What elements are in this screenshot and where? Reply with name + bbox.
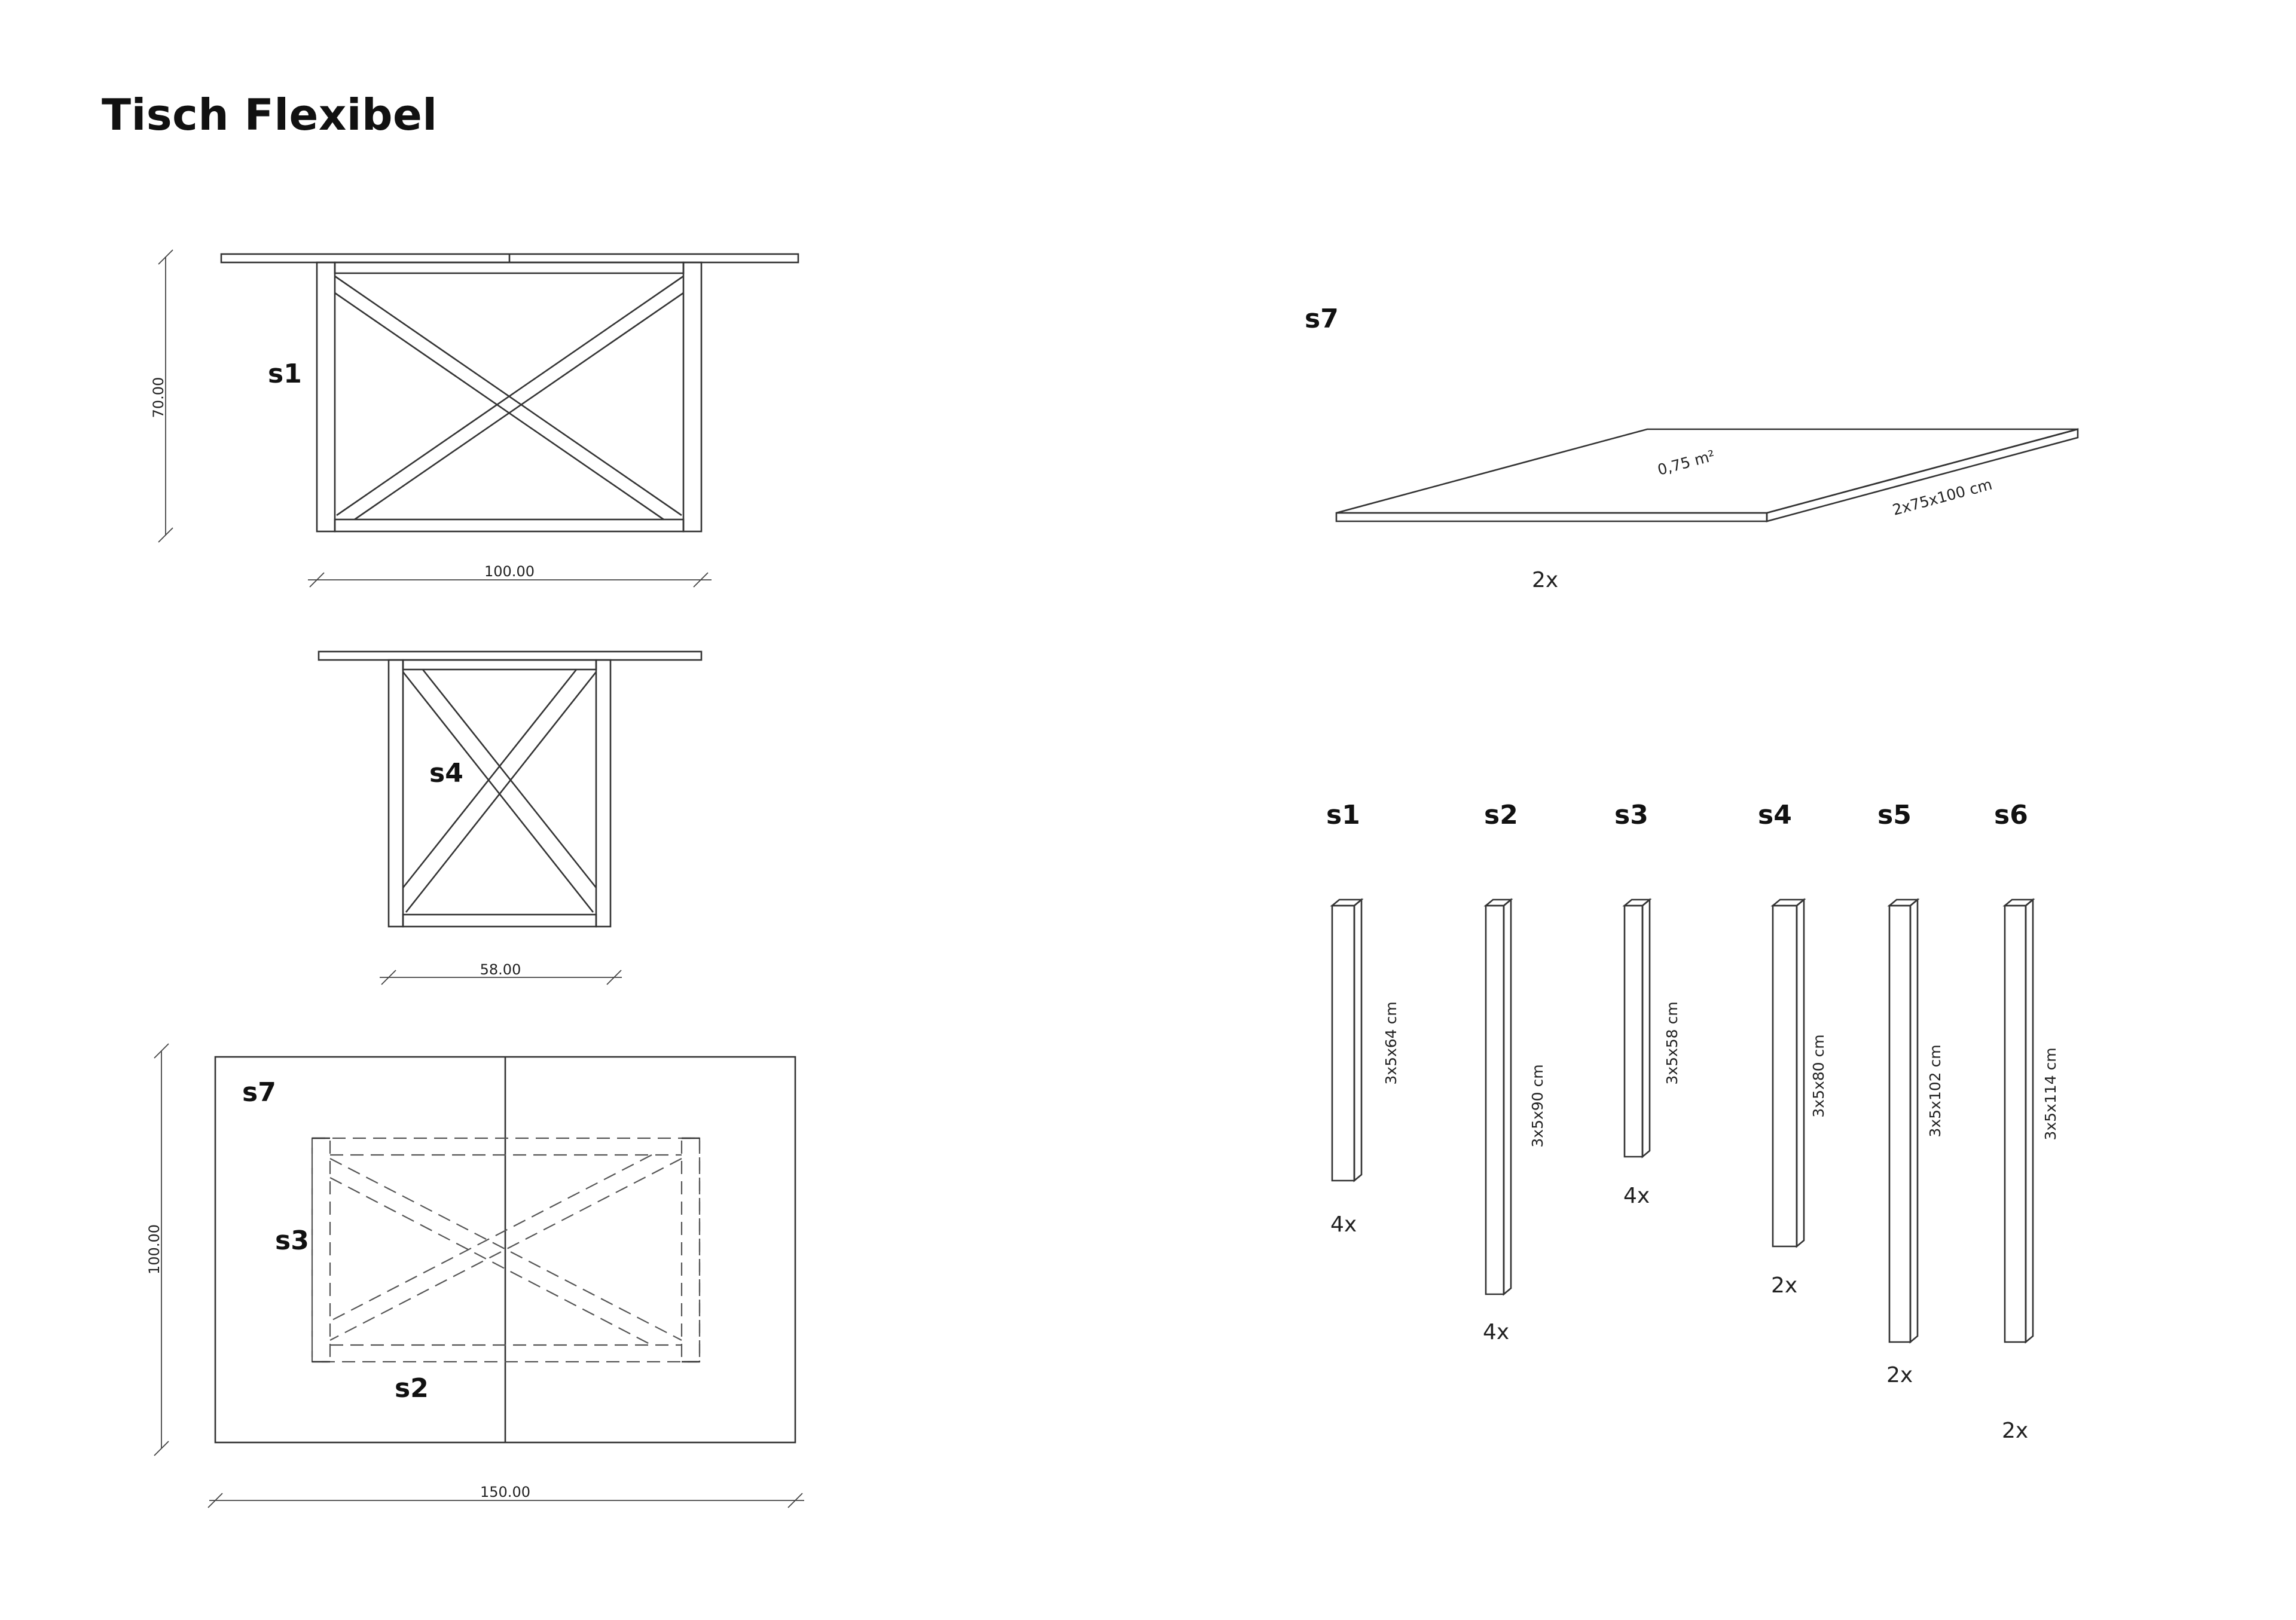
top-label-s7: s7 (242, 1077, 276, 1108)
front-bottom-rail (334, 518, 685, 533)
part-bar-s3 (1623, 904, 1644, 1158)
part-size-s5: 3x5x102 cm (1926, 1044, 1944, 1137)
plate-size: 2x75x100 cm (1891, 476, 1994, 519)
front-view: 70.00 100.00 s1 (150, 249, 799, 588)
front-leg-left (316, 261, 336, 533)
top-width-dim: 150.00 (480, 1484, 530, 1500)
top-view: 100.00 150.00 s7 s3 s2 (146, 1043, 804, 1508)
part-size-s1: 3x5x64 cm (1382, 1001, 1400, 1084)
front-width-dim: 100.00 (484, 563, 535, 580)
plate-side-face (1766, 428, 2079, 522)
top-height-dim: 100.00 (146, 1224, 163, 1274)
side-tabletop (317, 650, 703, 661)
part-count-s1: 4x (1330, 1212, 1357, 1237)
part-size-s4: 3x5x80 cm (1810, 1034, 1827, 1117)
part-label-s6: s6 (1994, 800, 2028, 830)
plate-area: 0,75 m² (1656, 447, 1717, 478)
front-brace-1a (334, 275, 682, 516)
top-label-s3: s3 (275, 1225, 309, 1256)
part-bar-s1 (1331, 904, 1355, 1182)
side-leg-left (387, 659, 404, 928)
part-bar-s4 (1772, 904, 1798, 1248)
part-label-s5: s5 (1877, 800, 1912, 830)
part-bar-s2 (1485, 904, 1505, 1295)
front-top-rail (334, 261, 685, 274)
side-top-rail (402, 659, 597, 671)
front-brace-2a (336, 275, 684, 516)
front-label-s1: s1 (268, 359, 302, 389)
front-leg-right (682, 261, 703, 533)
part-label-s4: s4 (1758, 800, 1792, 830)
part-count-s5: 2x (1886, 1363, 1913, 1387)
part-size-s6: 3x5x114 cm (2042, 1047, 2059, 1140)
part-count-s4: 2x (1771, 1273, 1797, 1298)
front-brace-2b (354, 292, 684, 521)
plate-count: 2x (1532, 568, 1558, 592)
side-label-s4: s4 (429, 758, 463, 788)
side-width-dim: 58.00 (480, 961, 521, 978)
part-label-s3: s3 (1614, 800, 1648, 830)
part-label-s1: s1 (1326, 800, 1360, 830)
plate-top-face (1336, 428, 2078, 514)
top-label-s2: s2 (395, 1373, 429, 1404)
part-bar-s6 (2004, 904, 2027, 1343)
part-count-s2: 4x (1483, 1320, 1509, 1344)
part-count-s3: 4x (1623, 1184, 1650, 1208)
plate-label-s7: s7 (1305, 304, 1339, 334)
part-count-s6: 2x (2002, 1419, 2028, 1443)
side-view: 58.00 s4 (317, 650, 703, 985)
side-leg-right (595, 659, 612, 928)
front-brace-1b (334, 292, 664, 521)
plate-front-face (1335, 512, 1768, 522)
side-bottom-rail (402, 913, 597, 928)
part-size-s2: 3x5x90 cm (1529, 1064, 1546, 1147)
page-title: Tisch Flexibel (102, 90, 438, 140)
part-label-s2: s2 (1484, 800, 1518, 830)
parts-list: s1 3x5x64 cm 4x s2 3x5x90 cm 4x s3 3x5x5… (1326, 800, 2059, 1443)
part-bar-s5 (1888, 904, 1912, 1343)
plate-isometric: s7 0,75 m² 2x75x100 cm 2x (1305, 304, 2079, 592)
front-height-dim: 70.00 (150, 377, 167, 418)
part-size-s3: 3x5x58 cm (1663, 1001, 1681, 1084)
